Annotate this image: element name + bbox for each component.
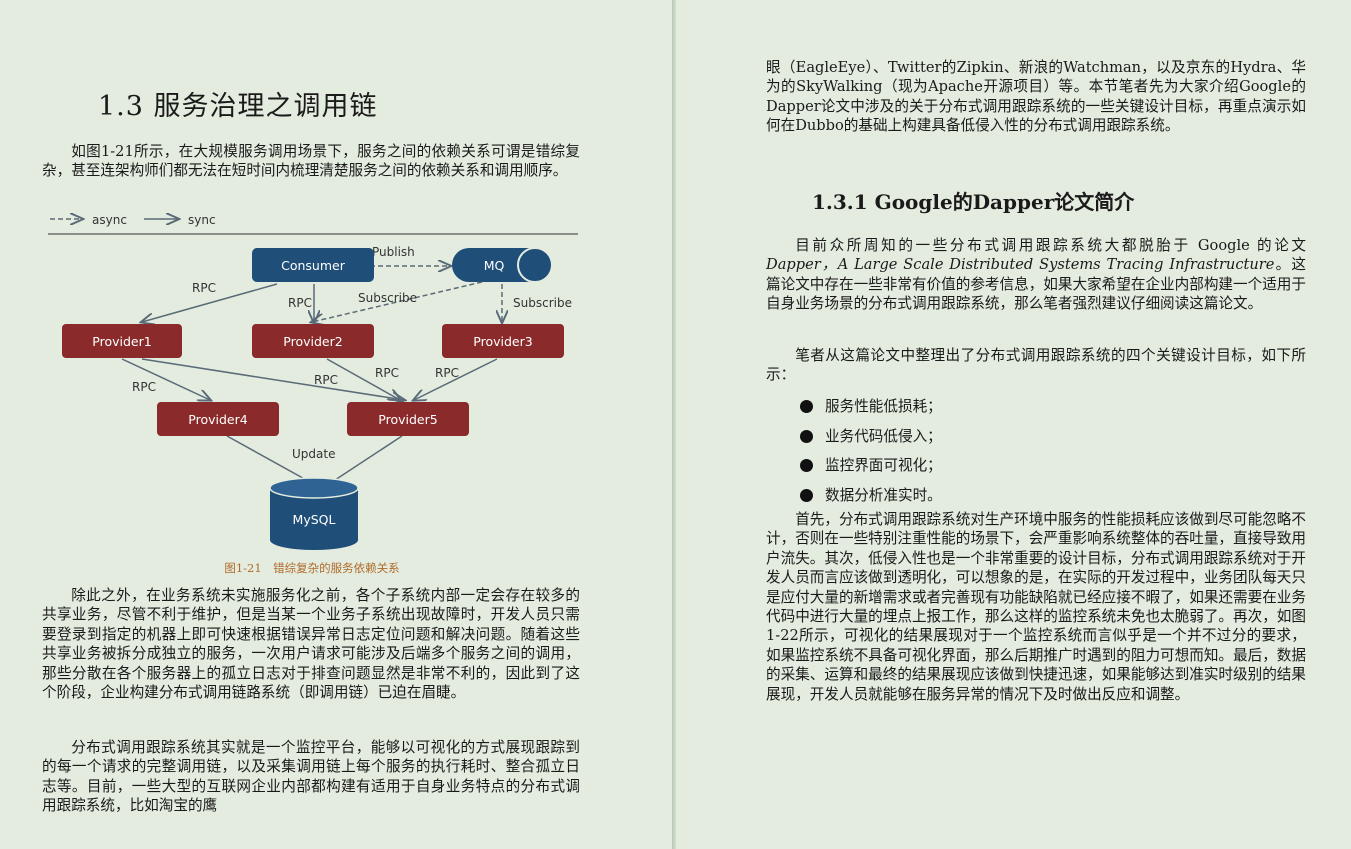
label-update: Update [292, 447, 335, 461]
node-provider3-label: Provider3 [473, 334, 532, 349]
node-provider4: Provider4 [157, 402, 279, 436]
figure-caption: 图1-21 错综复杂的服务依赖关系 [224, 561, 400, 575]
intro-paragraph: 如图1-21所示，在大规模服务调用场景下，服务之间的依赖关系可谓是错综复杂，甚至… [42, 143, 580, 180]
node-mq-label: MQ [484, 258, 505, 273]
service-dependency-diagram: async sync Publish RPC RPC Subscribe Sub… [48, 213, 578, 550]
label-rpc-p1-p4: RPC [132, 380, 156, 394]
edge-provider5-mysql [331, 435, 403, 483]
node-provider4-label: Provider4 [188, 412, 247, 427]
bullet-dot-icon [800, 429, 813, 443]
node-consumer-label: Consumer [281, 258, 346, 273]
bullet-dot-icon [800, 488, 813, 502]
paper-title: Dapper，A Large Scale Distributed Systems… [766, 256, 1275, 274]
label-publish: Publish [372, 245, 415, 259]
right-page [676, 0, 1351, 849]
list-item: 业务代码低侵入； [800, 422, 942, 452]
list-item-text: 数据分析准实时。 [825, 486, 942, 504]
edge-provider1-provider5 [141, 358, 404, 400]
list-item: 服务性能低损耗； [800, 392, 942, 422]
left-page [0, 0, 672, 849]
list-item-text: 服务性能低损耗； [825, 398, 942, 415]
node-provider1-label: Provider1 [92, 334, 151, 349]
node-provider5: Provider5 [347, 402, 469, 436]
edge-provider4-mysql [226, 435, 311, 483]
label-rpc-p2-p5: RPC [375, 366, 399, 380]
list-item: 监控界面可视化； [800, 451, 942, 481]
node-provider1: Provider1 [62, 324, 182, 358]
bullet-dot-icon [800, 400, 813, 414]
node-mysql: MySQL [269, 477, 359, 550]
list-item: 数据分析准实时。 [800, 481, 942, 511]
label-rpc-p1-p5: RPC [314, 373, 338, 387]
paragraph-continued: 眼（EagleEye）、Twitter的Zipkin、新浪的Watchman，以… [766, 59, 1306, 135]
label-subscribe-right: Subscribe [513, 296, 572, 310]
list-item-text: 监控界面可视化； [825, 457, 942, 474]
bullet-dot-icon [800, 459, 813, 473]
design-goals-list: 服务性能低损耗； 业务代码低侵入； 监控界面可视化； 数据分析准实时。 [800, 392, 942, 510]
paragraph-dapper-rest: 。这篇论文中存在一些非常有价值的参考信息，如果大家希望在企业内部构建一个适用于自… [766, 256, 1306, 313]
edge-provider3-provider5 [414, 358, 498, 400]
label-rpc-consumer-p2: RPC [288, 296, 312, 310]
edge-consumer-provider1 [142, 283, 278, 322]
paragraph-goals-intro: 笔者从这篇论文中整理出了分布式调用跟踪系统的四个关键设计目标，如下所示： [766, 347, 1306, 384]
list-item-text: 业务代码低侵入； [825, 427, 942, 445]
section-title: 1.3 服务治理之调用链 [98, 91, 378, 122]
legend-sync-label: sync [188, 213, 216, 227]
edge-subscribe-provider2 [312, 281, 483, 322]
paragraph-dapper: 目前众所周知的一些分布式调用跟踪系统大都脱胎于 Google 的论文 Dappe… [766, 236, 1306, 314]
paragraph-3: 分布式调用跟踪系统其实就是一个监控平台，能够以可视化的方式展现跟踪到的每一个请求… [42, 739, 580, 815]
label-rpc-p3-p5: RPC [435, 366, 459, 380]
paragraph-final: 首先，分布式调用跟踪系统对生产环境中服务的性能损耗应该做到尽可能忽略不计，否则在… [766, 511, 1306, 703]
node-provider5-label: Provider5 [378, 412, 437, 427]
node-consumer: Consumer [252, 248, 374, 282]
edge-provider1-provider4 [121, 358, 210, 400]
node-mq: MQ [452, 247, 553, 283]
node-provider3: Provider3 [442, 324, 564, 358]
diagram-edges [121, 266, 502, 483]
diagram-legend: async sync [48, 213, 578, 235]
node-provider2: Provider2 [252, 324, 374, 358]
node-provider2-label: Provider2 [283, 334, 342, 349]
edge-provider2-provider5 [326, 358, 400, 400]
label-rpc-consumer-p1: RPC [192, 281, 216, 295]
book-spine [672, 0, 676, 849]
paragraph-2: 除此之外，在业务系统未实施服务化之前，各个子系统内部一定会存在较多的共享业务，尽… [42, 587, 580, 702]
label-subscribe-left: Subscribe [358, 291, 417, 305]
subsection-title: 1.3.1 Google的Dapper论文简介 [812, 190, 1135, 214]
paragraph-dapper-lead: 目前众所周知的一些分布式调用跟踪系统大都脱胎于 Google 的论文 [795, 237, 1306, 254]
node-mysql-label: MySQL [293, 512, 336, 527]
legend-async-label: async [92, 213, 127, 227]
